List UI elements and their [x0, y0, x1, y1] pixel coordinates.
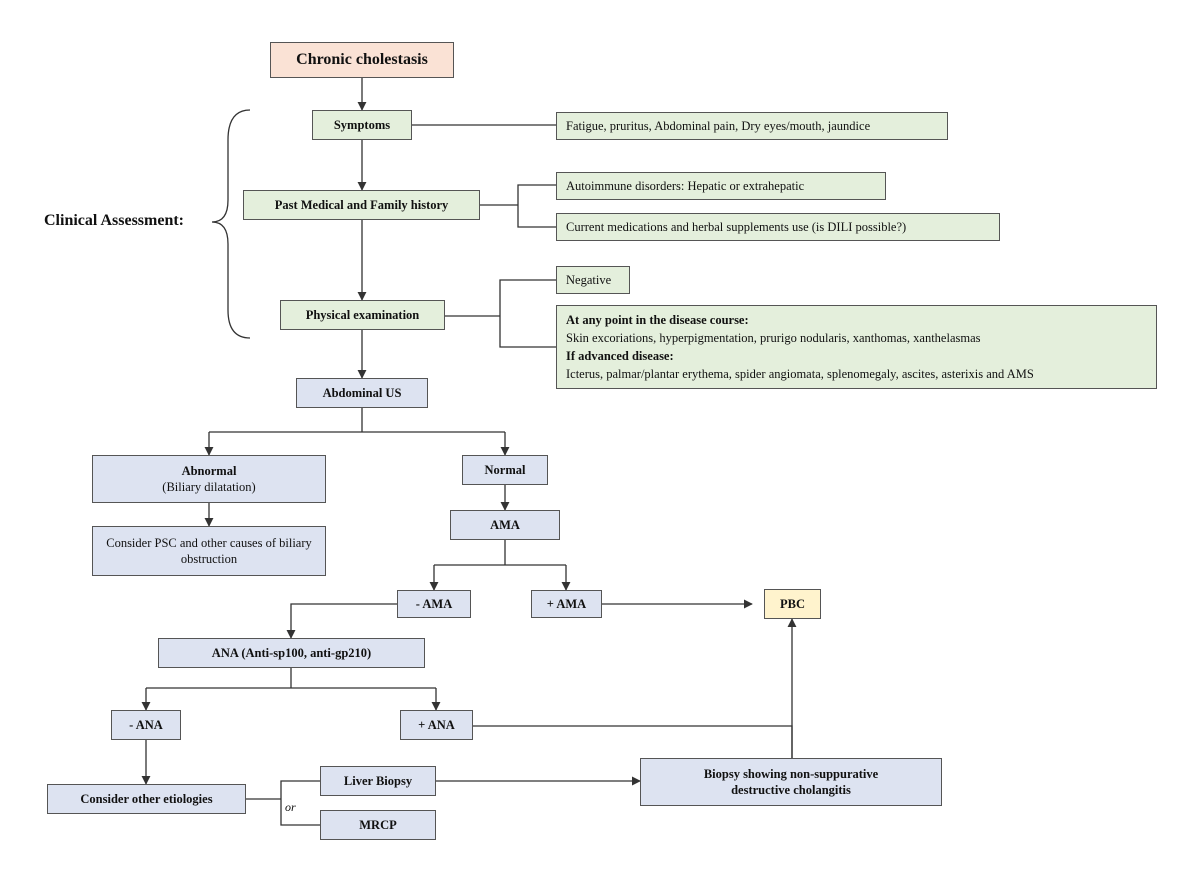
node-ana: ANA (Anti-sp100, anti-gp210)	[158, 638, 425, 668]
node-pos-ama: + AMA	[531, 590, 602, 618]
node-ama: AMA	[450, 510, 560, 540]
node-pbc: PBC	[764, 589, 821, 619]
connector-history-branch-upper	[517, 184, 556, 205]
node-abdominal-us: Abdominal US	[296, 378, 428, 408]
abnormal-subtitle: (Biliary dilatation)	[162, 480, 256, 494]
abnormal-title: Abnormal	[181, 463, 237, 478]
node-past-history: Past Medical and Family history	[243, 190, 480, 220]
node-negative: Negative	[556, 266, 630, 294]
exam-detail-line-1: Skin excoriations, hyperpigmentation, pr…	[566, 330, 981, 345]
node-exam-detail: At any point in the disease course: Skin…	[556, 305, 1157, 389]
node-neg-ana: - ANA	[111, 710, 181, 740]
node-symptoms: Symptoms	[312, 110, 412, 140]
node-physical-exam: Physical examination	[280, 300, 445, 330]
node-normal: Normal	[462, 455, 548, 485]
connector-exam-branch-lower	[499, 316, 556, 348]
clinical-assessment-label: Clinical Assessment:	[44, 212, 184, 229]
node-biopsy-result: Biopsy showing non-suppurative destructi…	[640, 758, 942, 806]
node-medications: Current medications and herbal supplemen…	[556, 213, 1000, 241]
node-mrcp: MRCP	[320, 810, 436, 840]
node-abnormal: Abnormal (Biliary dilatation)	[92, 455, 326, 503]
exam-detail-heading-2: If advanced disease:	[566, 349, 674, 363]
node-consider-psc: Consider PSC and other causes of biliary…	[92, 526, 326, 576]
exam-detail-heading-1: At any point in the disease course:	[566, 312, 749, 327]
node-symptoms-detail: Fatigue, pruritus, Abdominal pain, Dry e…	[556, 112, 948, 140]
node-consider-other: Consider other etiologies	[47, 784, 246, 814]
connector-negama-ana	[286, 603, 397, 639]
node-autoimmune: Autoimmune disorders: Hepatic or extrahe…	[556, 172, 886, 200]
node-chronic-cholestasis: Chronic cholestasis	[270, 42, 454, 78]
connector-exam-branch-upper	[499, 279, 556, 316]
or-label: or	[285, 800, 296, 814]
connector-posana-pbc	[473, 725, 793, 758]
exam-detail-line-2: Icterus, palmar/plantar erythema, spider…	[566, 367, 1034, 382]
node-neg-ama: - AMA	[397, 590, 471, 618]
clinical-assessment-brace	[211, 109, 251, 339]
connector-fork-biopsy	[280, 780, 320, 799]
connector-history-branch-lower	[517, 205, 556, 228]
connector-fork-mrcp	[280, 799, 320, 826]
node-liver-biopsy: Liver Biopsy	[320, 766, 436, 796]
node-pos-ana: + ANA	[400, 710, 473, 740]
